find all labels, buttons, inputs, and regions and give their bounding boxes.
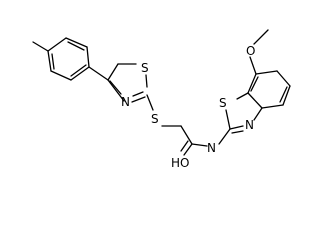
atom-label: N (207, 141, 216, 155)
bond (279, 86, 288, 103)
bond (86, 46, 90, 68)
bond (32, 41, 49, 52)
bond (247, 73, 257, 94)
bond (218, 128, 231, 145)
bond (231, 130, 244, 134)
bond (229, 125, 244, 130)
bond (132, 91, 144, 97)
bond (253, 29, 269, 45)
bond (145, 74, 148, 88)
bond (70, 66, 90, 81)
bond (236, 92, 249, 100)
atom-label: S (151, 112, 159, 126)
bond (70, 64, 87, 77)
bond (276, 70, 291, 87)
bond (191, 143, 208, 147)
bond (131, 96, 146, 103)
bond (180, 140, 189, 152)
bond (183, 143, 193, 156)
bond (261, 104, 284, 109)
bond (146, 94, 154, 111)
structure-canvas: S N S HO N S N O (32, 29, 291, 170)
bond (247, 92, 263, 109)
bond (107, 63, 119, 81)
bond (51, 53, 55, 70)
atom-label: O (246, 44, 255, 58)
bond (50, 70, 72, 81)
bond (249, 56, 257, 75)
bond (250, 76, 259, 92)
bond (225, 109, 231, 130)
atom-label: N (121, 95, 130, 109)
bond (65, 37, 88, 48)
atom-label: HO (171, 156, 189, 170)
bond (253, 107, 263, 121)
bond (180, 125, 193, 145)
atom-label: S (219, 96, 227, 110)
bond (47, 50, 52, 72)
bond (282, 85, 291, 106)
bond (109, 80, 122, 95)
bond (107, 79, 125, 102)
bond (67, 41, 85, 51)
molecule-structure: S N S HO N S N O (32, 29, 291, 170)
atom-label: S (141, 61, 149, 75)
bond (47, 37, 67, 52)
bond (88, 66, 109, 81)
atom-label: N (245, 118, 254, 132)
bond (255, 70, 278, 75)
